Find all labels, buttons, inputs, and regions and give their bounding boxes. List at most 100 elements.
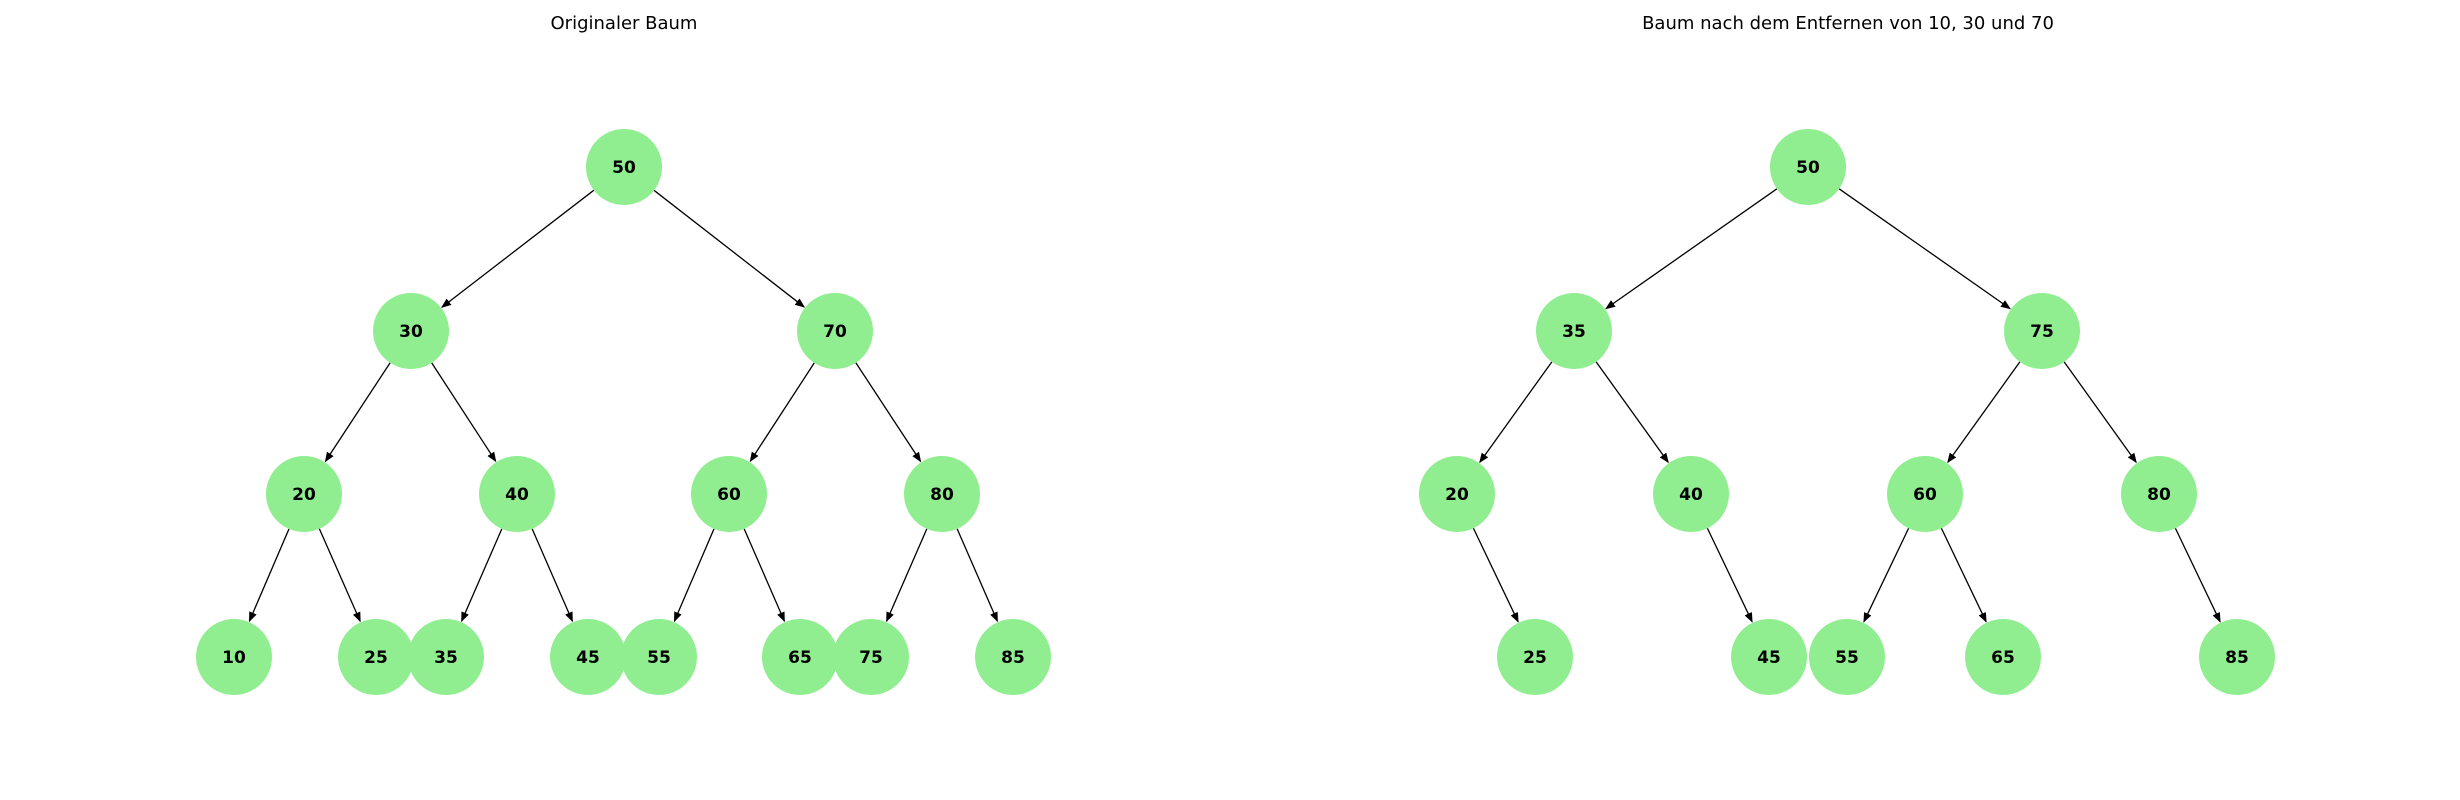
- original-tree-title: Originaler Baum: [551, 13, 698, 34]
- node-55: 55: [1809, 619, 1885, 695]
- modified-tree-panel: Baum nach dem Entfernen von 10, 30 und 7…: [1419, 13, 2275, 695]
- node-circle: [2004, 293, 2080, 369]
- node-circle: [479, 456, 555, 532]
- node-10: 10: [196, 619, 272, 695]
- edge-80-85: [2174, 527, 2221, 623]
- modified-tree-nodes: 50 35 75 20 40 60 80 25 45 55 65 85: [1419, 129, 2275, 695]
- modified-tree-title: Baum nach dem Entfernen von 10, 30 und 7…: [1642, 13, 2054, 34]
- node-label: 85: [1001, 648, 1025, 668]
- node-75: 75: [833, 619, 909, 695]
- node-label: 70: [823, 322, 847, 342]
- node-35: 35: [1536, 293, 1612, 369]
- edge-50-75: [1838, 188, 2011, 310]
- node-circle: [975, 619, 1051, 695]
- edge-35-40: [1595, 361, 1669, 464]
- node-circle: [2199, 619, 2275, 695]
- modified-tree-edges: [1472, 188, 2221, 623]
- edge-20-10: [248, 528, 290, 623]
- node-circle: [833, 619, 909, 695]
- node-65: 65: [1965, 619, 2041, 695]
- node-circle: [691, 456, 767, 532]
- edge-40-45: [531, 528, 574, 623]
- node-circle: [550, 619, 626, 695]
- node-45: 45: [1731, 619, 1807, 695]
- node-label: 80: [930, 485, 954, 505]
- node-label: 20: [1445, 485, 1469, 505]
- node-circle: [1770, 129, 1846, 205]
- edge-60-65: [743, 528, 786, 623]
- node-75: 75: [2004, 293, 2080, 369]
- node-circle: [1497, 619, 1573, 695]
- node-label: 40: [1679, 485, 1703, 505]
- edge-30-40: [431, 362, 497, 463]
- node-20: 20: [266, 456, 342, 532]
- node-label: 85: [2225, 648, 2249, 668]
- node-80: 80: [904, 456, 980, 532]
- node-label: 65: [1991, 648, 2015, 668]
- node-label: 60: [717, 485, 741, 505]
- node-65: 65: [762, 619, 838, 695]
- node-label: 40: [505, 485, 529, 505]
- original-tree-nodes: 50 30 70 20 40 60 80 10 25 35 45 55 65 75 85: [196, 129, 1051, 695]
- node-circle: [1731, 619, 1807, 695]
- original-tree-panel: Originaler Baum 50 30 70 20 40 60 80 10 25 35 45 55…: [196, 13, 1051, 695]
- edge-50-35: [1605, 188, 1778, 310]
- node-circle: [1887, 456, 1963, 532]
- node-30: 30: [373, 293, 449, 369]
- node-label: 30: [399, 322, 423, 342]
- node-label: 50: [612, 158, 636, 178]
- node-85: 85: [975, 619, 1051, 695]
- node-circle: [904, 456, 980, 532]
- node-20: 20: [1419, 456, 1495, 532]
- node-40: 40: [479, 456, 555, 532]
- node-label: 75: [2030, 322, 2054, 342]
- node-50: 50: [586, 129, 662, 205]
- node-label: 45: [1757, 648, 1781, 668]
- edge-80-75: [885, 528, 928, 623]
- edge-60-55: [1863, 527, 1910, 623]
- node-60: 60: [691, 456, 767, 532]
- node-35: 35: [408, 619, 484, 695]
- node-85: 85: [2199, 619, 2275, 695]
- node-label: 65: [788, 648, 812, 668]
- edge-50-70: [653, 189, 805, 308]
- edge-75-80: [2063, 361, 2137, 464]
- edge-60-65: [1940, 527, 1987, 623]
- node-label: 10: [222, 648, 246, 668]
- node-50: 50: [1770, 129, 1846, 205]
- node-circle: [1965, 619, 2041, 695]
- node-55: 55: [621, 619, 697, 695]
- node-circle: [1536, 293, 1612, 369]
- node-circle: [408, 619, 484, 695]
- node-circle: [373, 293, 449, 369]
- edge-35-20: [1479, 361, 1553, 464]
- node-25: 25: [1497, 619, 1573, 695]
- edge-40-45: [1706, 527, 1753, 623]
- edge-75-60: [1947, 361, 2021, 464]
- edge-30-20: [324, 362, 391, 463]
- node-circle: [266, 456, 342, 532]
- node-60: 60: [1887, 456, 1963, 532]
- node-label: 25: [364, 648, 388, 668]
- node-label: 55: [1835, 648, 1859, 668]
- node-40: 40: [1653, 456, 1729, 532]
- node-circle: [586, 129, 662, 205]
- node-label: 35: [1562, 322, 1586, 342]
- edge-70-80: [855, 362, 922, 463]
- node-circle: [621, 619, 697, 695]
- edge-20-25: [318, 528, 361, 623]
- node-label: 35: [434, 648, 458, 668]
- edge-70-60: [749, 362, 815, 463]
- node-label: 45: [576, 648, 600, 668]
- node-circle: [1419, 456, 1495, 532]
- node-label: 50: [1796, 158, 1820, 178]
- node-circle: [797, 293, 873, 369]
- edge-40-35: [460, 528, 503, 623]
- node-label: 80: [2147, 485, 2171, 505]
- node-70: 70: [797, 293, 873, 369]
- node-label: 75: [859, 648, 883, 668]
- original-tree-edges: [248, 189, 999, 623]
- node-45: 45: [550, 619, 626, 695]
- node-circle: [1653, 456, 1729, 532]
